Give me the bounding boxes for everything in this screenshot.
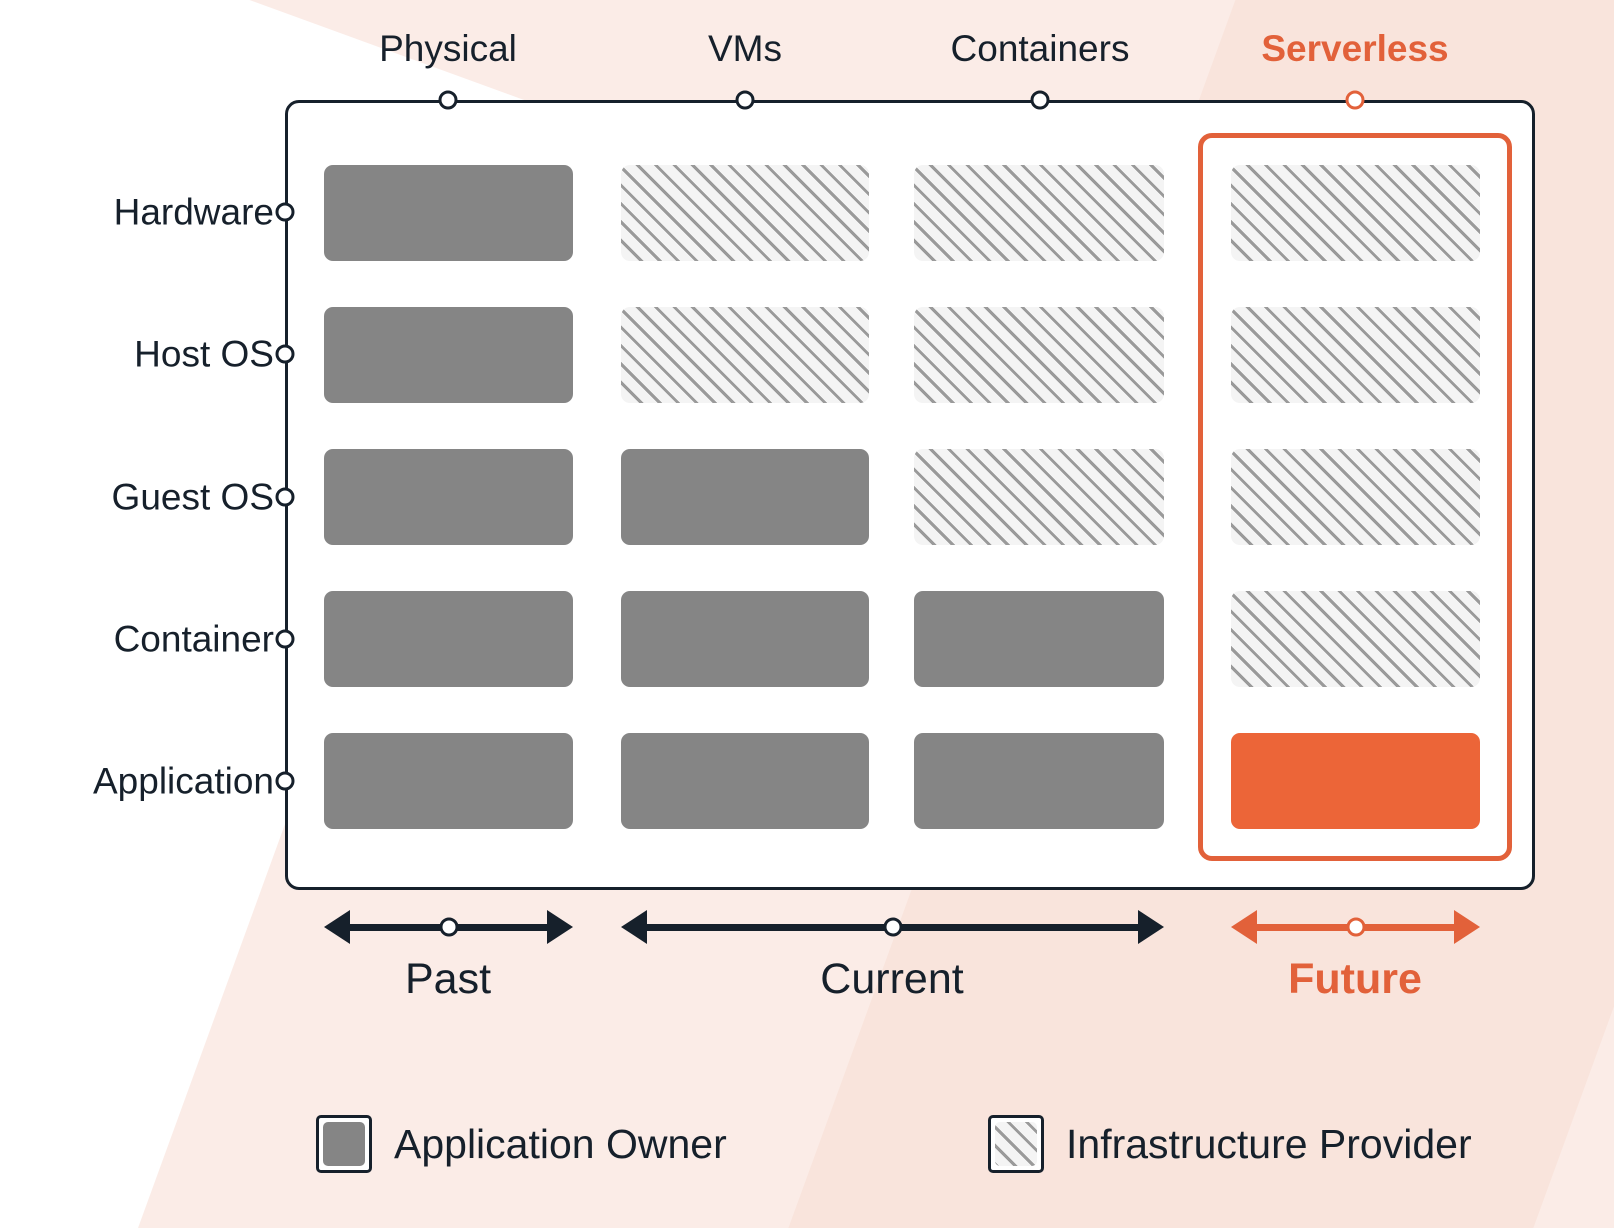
- cell-guest-os-vms: [621, 449, 869, 545]
- column-marker-vms-icon: [735, 90, 755, 110]
- timeline-arrow-past-head-left-icon: [324, 910, 350, 944]
- cell-guest-os-containers: [914, 449, 1164, 545]
- timeline-arrow-current-marker-icon: [883, 917, 902, 937]
- cell-application-physical: [324, 733, 573, 829]
- legend-item-infrastructure-provider: Infrastructure Provider: [988, 1115, 1472, 1173]
- legend-swatch-application-owner: [316, 1115, 372, 1173]
- timeline-label-current: Current: [820, 955, 964, 1003]
- legend-label-application-owner: Application Owner: [394, 1120, 727, 1167]
- cell-hardware-serverless: [1231, 165, 1480, 261]
- legend-swatch-infrastructure-provider: [988, 1115, 1044, 1173]
- cell-container-containers: [914, 591, 1164, 687]
- timeline-arrow-past-marker-icon: [439, 917, 458, 937]
- cell-guest-os-physical: [324, 449, 573, 545]
- timeline-arrow-future-head-left-icon: [1231, 910, 1257, 944]
- timeline-arrow-future-head-right-icon: [1454, 910, 1480, 944]
- timeline-arrow-future: [1231, 905, 1480, 949]
- row-label-host-os: Host OS: [134, 333, 274, 375]
- column-marker-physical-icon: [438, 90, 458, 110]
- column-header-containers: Containers: [950, 28, 1130, 69]
- cell-hardware-containers: [914, 165, 1164, 261]
- timeline-arrow-past: [324, 905, 573, 949]
- cell-container-serverless: [1231, 591, 1480, 687]
- row-label-container: Container: [113, 618, 274, 660]
- cell-application-containers: [914, 733, 1164, 829]
- timeline-arrow-past-head-right-icon: [547, 910, 573, 944]
- row-marker-container-icon: [275, 629, 295, 649]
- timeline-arrow-current-head-left-icon: [621, 910, 647, 944]
- cell-guest-os-serverless: [1231, 449, 1480, 545]
- timeline-arrow-current: [621, 905, 1164, 949]
- timeline-arrow-current-head-right-icon: [1138, 910, 1164, 944]
- cell-host-os-vms: [621, 307, 869, 403]
- cell-hardware-physical: [324, 165, 573, 261]
- cell-hardware-vms: [621, 165, 869, 261]
- cell-host-os-containers: [914, 307, 1164, 403]
- cell-container-physical: [324, 591, 573, 687]
- column-header-physical: Physical: [379, 28, 517, 69]
- column-marker-containers-icon: [1030, 90, 1050, 110]
- legend-item-application-owner: Application Owner: [316, 1115, 727, 1173]
- column-header-serverless: Serverless: [1261, 28, 1449, 69]
- cell-application-vms: [621, 733, 869, 829]
- timeline-label-past: Past: [404, 955, 492, 1003]
- row-label-hardware: Hardware: [113, 191, 274, 233]
- column-header-vms: VMs: [708, 28, 782, 69]
- row-marker-host-os-icon: [275, 344, 295, 364]
- legend-chip-provider-icon: [995, 1122, 1037, 1166]
- timeline-label-future: Future: [1288, 955, 1422, 1003]
- timeline-arrow-future-marker-icon: [1346, 917, 1365, 937]
- cell-host-os-physical: [324, 307, 573, 403]
- cell-host-os-serverless: [1231, 307, 1480, 403]
- row-marker-application-icon: [275, 771, 295, 791]
- legend-chip-owner-icon: [323, 1122, 365, 1166]
- row-label-application: Application: [92, 760, 274, 802]
- row-marker-guest-os-icon: [275, 487, 295, 507]
- row-label-guest-os: Guest OS: [111, 476, 274, 518]
- row-marker-hardware-icon: [275, 202, 295, 222]
- cell-application-serverless: [1231, 733, 1480, 829]
- cell-container-vms: [621, 591, 869, 687]
- legend-label-infrastructure-provider: Infrastructure Provider: [1066, 1120, 1472, 1167]
- column-marker-serverless-icon: [1345, 90, 1365, 110]
